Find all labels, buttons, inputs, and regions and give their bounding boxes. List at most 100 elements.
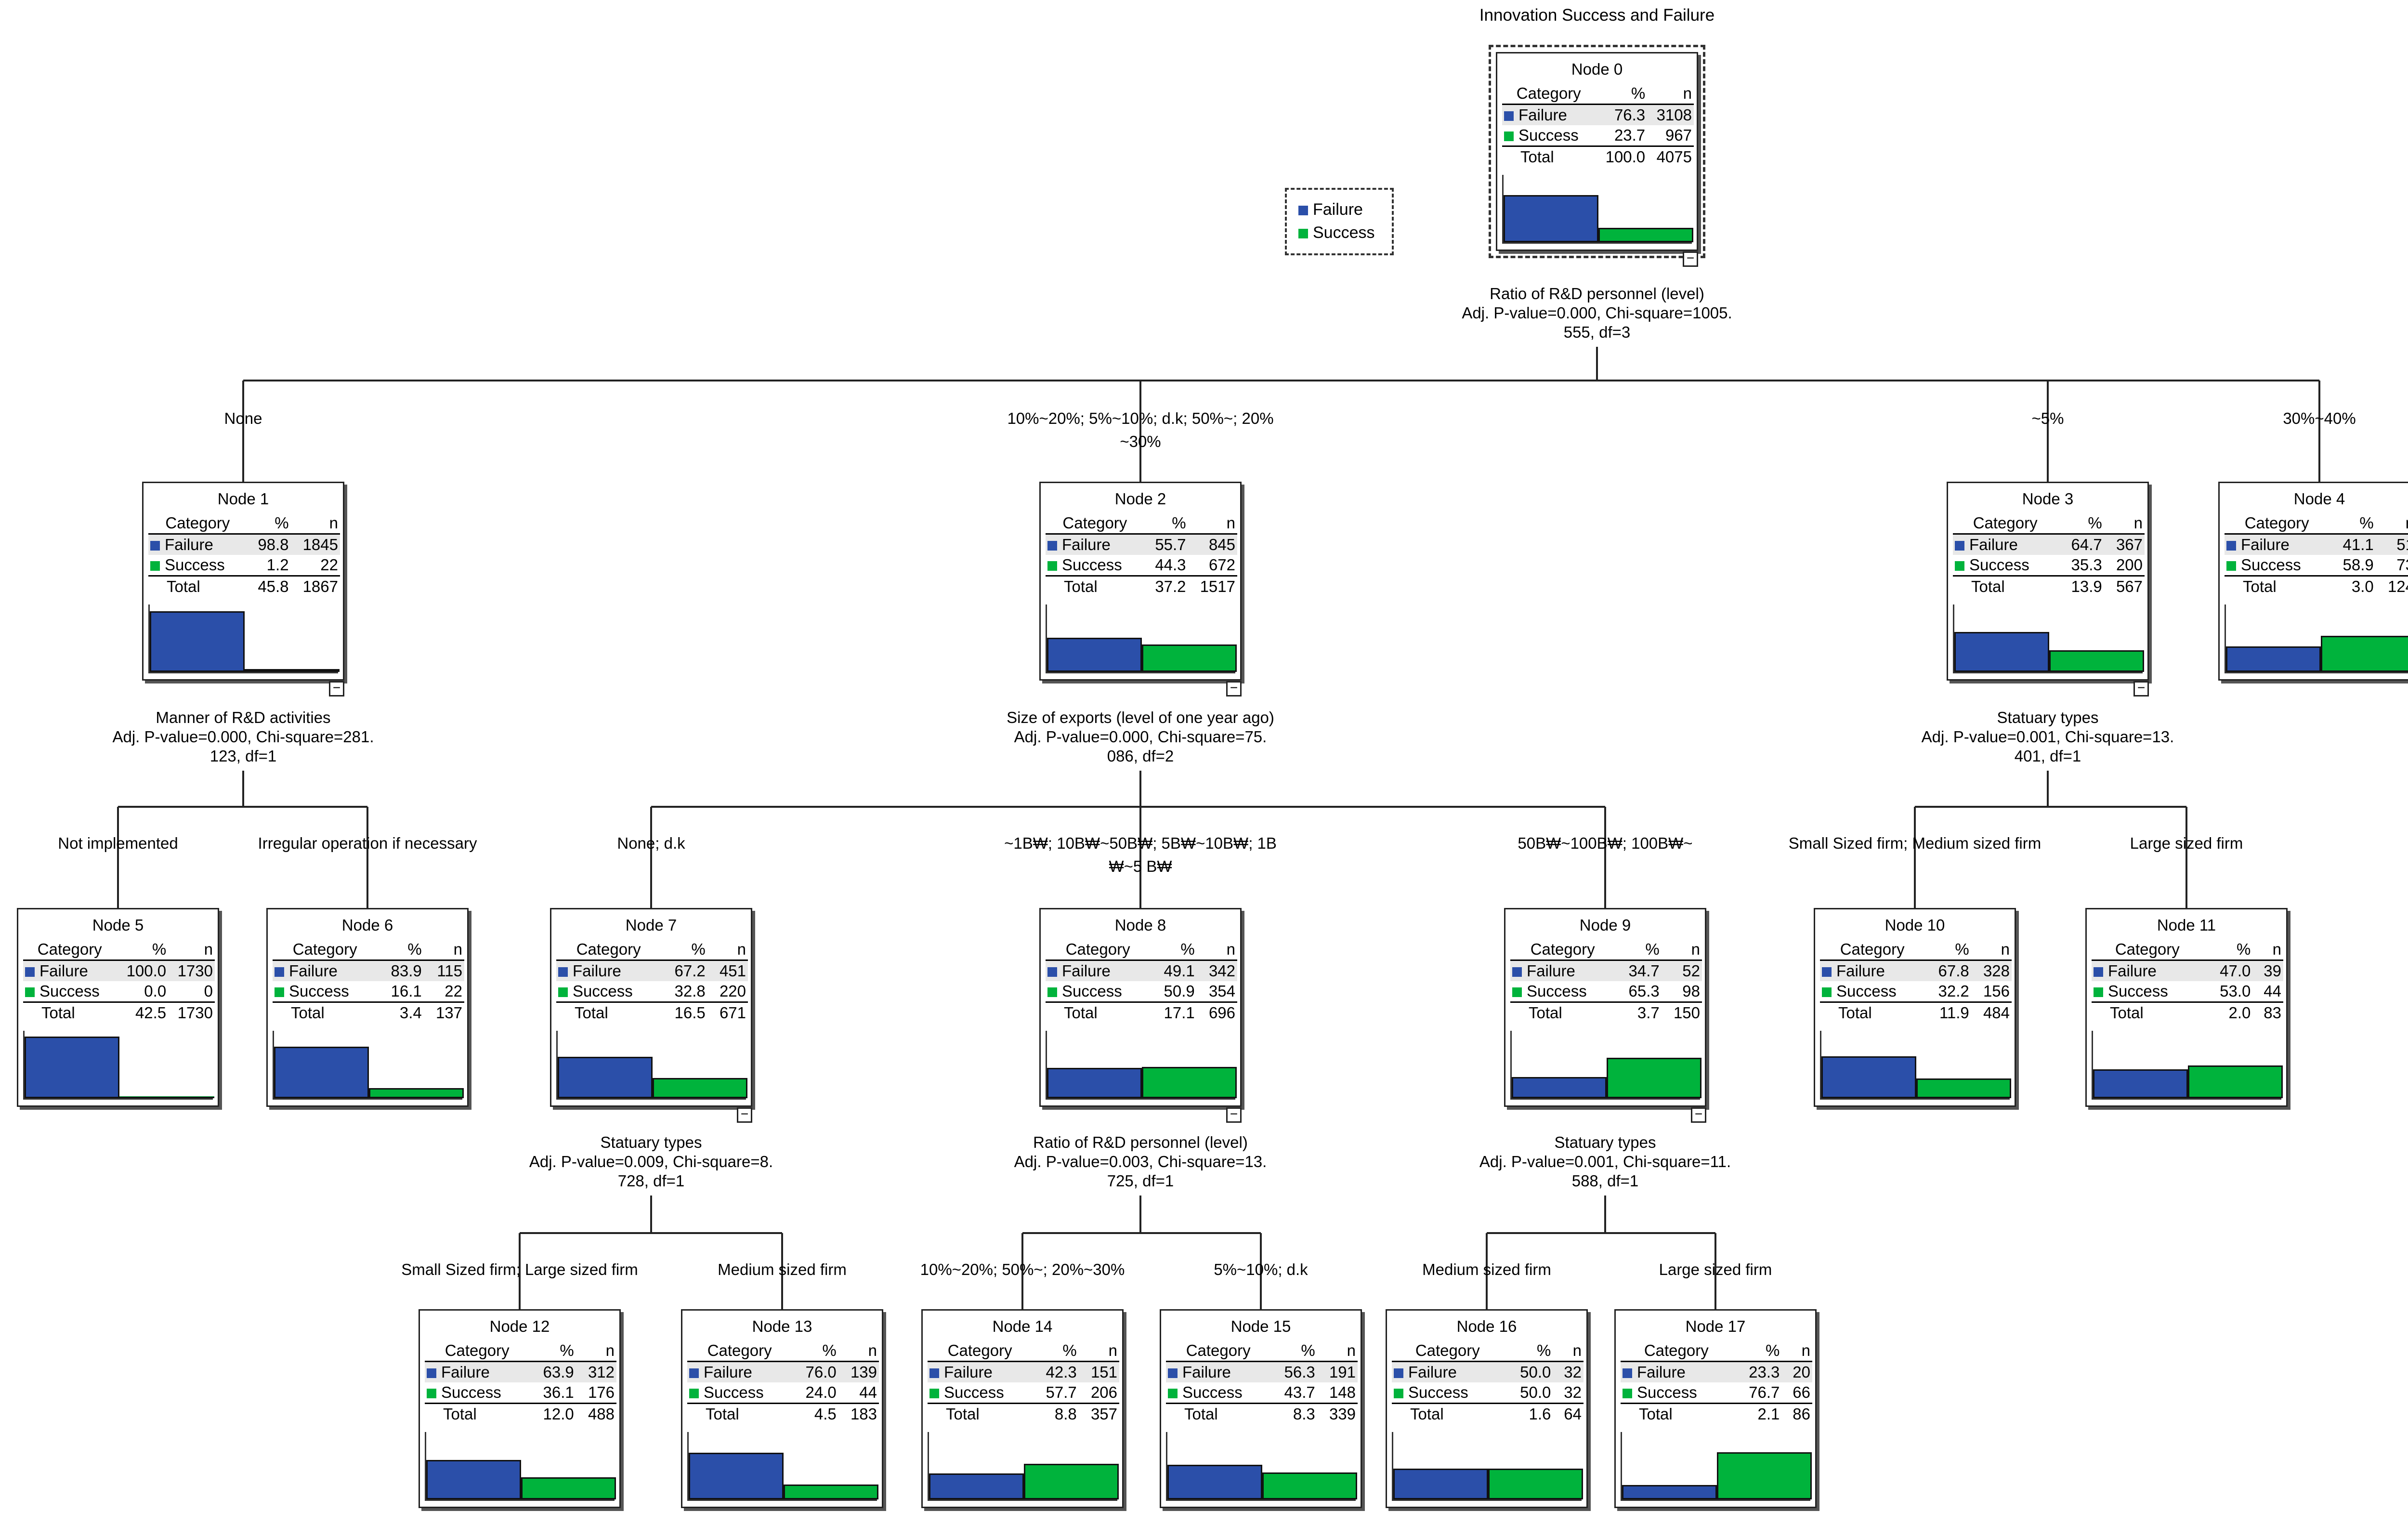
minus-icon[interactable]: −: [1683, 251, 1698, 267]
minus-icon[interactable]: −: [1226, 1107, 1242, 1123]
success-swatch: [25, 987, 35, 998]
count-cell: 354: [1196, 981, 1237, 1003]
minus-icon[interactable]: −: [2133, 681, 2149, 696]
total-count: 64: [1564, 1405, 1582, 1423]
edge-label: None; d.k: [483, 832, 820, 855]
category-name: Success: [289, 982, 349, 1000]
failure-swatch: [1955, 541, 1964, 551]
count-cell: 3108: [1647, 104, 1694, 125]
minus-icon[interactable]: −: [1691, 1107, 1706, 1123]
total-count: 83: [2264, 1004, 2281, 1022]
distribution-bars: [1502, 175, 1693, 244]
column-header-category: Category: [1820, 939, 1925, 961]
legend: Failure Success: [1285, 188, 1394, 255]
column-header-percent: %: [1615, 939, 1662, 961]
split-description: Ratio of R&D personnel (level)Adj. P-val…: [1380, 284, 1814, 342]
edge-label-line: None; d.k: [617, 834, 685, 852]
split-line: Ratio of R&D personnel (level): [1490, 285, 1704, 302]
column-header-category: Category: [1510, 939, 1615, 961]
category-cell: Success: [556, 981, 661, 1003]
category-name: Failure: [944, 1363, 993, 1381]
node-id: Node 17: [1685, 1317, 1746, 1335]
percent-cell: 64.7: [2057, 534, 2104, 555]
total-count: 671: [719, 1004, 746, 1022]
success-bar: [369, 1088, 464, 1098]
split-line: Ratio of R&D personnel (level): [1033, 1133, 1248, 1151]
total-count: 183: [850, 1405, 877, 1423]
node-id: Node 7: [625, 916, 677, 934]
column-header-percent: %: [1595, 83, 1648, 105]
distribution-bars: [556, 1031, 747, 1100]
failure-bar: [689, 1452, 784, 1499]
edge-label-line: Medium sized firm: [1422, 1261, 1551, 1278]
count-cell: 139: [838, 1361, 879, 1382]
column-header-percent: %: [792, 1340, 838, 1362]
total-count: 137: [435, 1004, 462, 1022]
category-name: Failure: [441, 1363, 490, 1381]
split-line: Manner of R&D activities: [156, 709, 331, 726]
success-swatch: [1623, 1389, 1632, 1399]
total-label: Total: [1971, 578, 2005, 595]
minus-icon[interactable]: −: [737, 1107, 752, 1123]
node-id: Node 4: [2293, 490, 2345, 508]
success-swatch: [1394, 1389, 1403, 1399]
edge-label-line: 10%~20%; 5%~10%; d.k; 50%~; 20%: [1007, 409, 1274, 427]
edge-label: Large sized firm: [1547, 1258, 1884, 1281]
category-name: Success: [573, 982, 633, 1000]
minus-icon[interactable]: −: [1226, 681, 1242, 696]
edge-label: Medium sized firm: [614, 1258, 951, 1281]
node-id: Node 12: [489, 1317, 550, 1335]
tree-node[interactable]: Node 4Category%nFailure41.151Success58.9…: [2218, 482, 2408, 681]
column-header-category: Category: [148, 513, 247, 535]
percent-cell: 49.1: [1150, 960, 1197, 981]
column-header-percent: %: [2203, 939, 2253, 961]
column-header-n: n: [838, 1340, 879, 1362]
category-name: Success: [39, 982, 100, 1000]
percent-cell: 43.7: [1270, 1382, 1317, 1404]
minus-icon[interactable]: −: [329, 681, 344, 696]
total-percent: 100.0: [1605, 148, 1646, 166]
total-label: Total: [1639, 1405, 1673, 1423]
success-swatch: [929, 1389, 939, 1399]
